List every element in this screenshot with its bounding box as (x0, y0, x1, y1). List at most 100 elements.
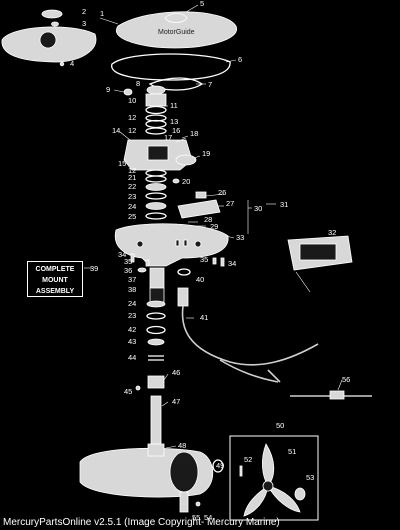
washer-12b[interactable] (145, 127, 167, 135)
callout-36: 36 (124, 266, 132, 275)
cable-41-end[interactable] (267, 369, 281, 383)
prop-kit-box (229, 435, 319, 521)
fin-54[interactable] (179, 491, 189, 513)
callout-22: 22 (128, 182, 136, 191)
knob-top[interactable] (41, 9, 63, 19)
washer-40[interactable] (177, 268, 191, 276)
callout-46: 46 (172, 368, 180, 377)
ring-23b[interactable] (146, 312, 166, 320)
mount-box-line-2: MOUNT (42, 277, 68, 284)
gear-19[interactable] (175, 154, 197, 166)
clip-20[interactable] (172, 178, 180, 184)
spring-44[interactable] (148, 355, 164, 361)
screw-35b[interactable] (212, 257, 217, 265)
callout-44: 44 (128, 353, 136, 362)
callout-32: 32 (328, 228, 336, 237)
callout-labels: 1 2 3 4 5 6 7 8 9 10 11 12 13 12 14 16 1… (70, 0, 350, 522)
ring-11[interactable] (145, 105, 167, 115)
sensor-56[interactable] (290, 390, 372, 400)
ring-43[interactable] (147, 338, 165, 346)
callout-17: 17 (164, 133, 172, 142)
screw-45[interactable] (135, 385, 141, 391)
cable-41[interactable] (181, 305, 319, 366)
callout-23a: 23 (128, 192, 136, 201)
screw-35a[interactable] (145, 259, 150, 267)
ring-25[interactable] (145, 212, 167, 220)
ring-24a[interactable] (145, 202, 167, 210)
cable-41-branch[interactable] (219, 359, 279, 383)
callout-3: 3 (82, 19, 86, 28)
ring-42[interactable] (146, 325, 166, 335)
housing-motor[interactable] (147, 145, 169, 161)
callout-12c: 12 (128, 166, 136, 175)
callout-27: 27 (226, 199, 234, 208)
bracket-27[interactable] (177, 199, 221, 219)
callout-21: 21 (128, 173, 136, 182)
mount-hole-right (194, 240, 202, 248)
callout-24b: 24 (128, 299, 136, 308)
callout-45: 45 (124, 387, 132, 396)
callout-5: 5 (200, 0, 204, 8)
ring-24b[interactable] (146, 300, 166, 308)
shaft-47[interactable] (150, 395, 162, 445)
callout-33: 33 (236, 233, 244, 242)
ring-21[interactable] (145, 175, 167, 183)
screw-34a[interactable] (130, 253, 135, 263)
callout-18: 18 (190, 129, 198, 138)
mount-box-line-1: COMPLETE (35, 266, 75, 273)
column-37[interactable] (149, 267, 165, 289)
callout-42: 42 (128, 325, 136, 334)
part-22[interactable] (145, 183, 167, 191)
callout-6: 6 (238, 55, 242, 64)
screw-34b[interactable] (220, 257, 225, 267)
motor-neck[interactable] (147, 443, 165, 457)
clip-26[interactable] (195, 191, 207, 199)
connector[interactable] (177, 287, 189, 307)
propeller-51[interactable] (243, 443, 301, 517)
washer-36[interactable] (137, 267, 147, 273)
top-cover[interactable] (115, 11, 237, 49)
mount-hole-left (136, 240, 144, 248)
pin-52[interactable] (239, 465, 243, 477)
screw-55[interactable] (195, 501, 201, 507)
callout-12a: 12 (128, 113, 136, 122)
washer-12c[interactable] (145, 169, 167, 177)
callout-43: 43 (128, 337, 136, 346)
panel-screw[interactable] (59, 61, 65, 67)
callout-48: 48 (178, 441, 186, 450)
callout-37: 37 (128, 275, 136, 284)
callout-41: 41 (200, 313, 208, 322)
callout-26: 26 (218, 188, 226, 197)
column-38[interactable] (149, 287, 165, 303)
complete-mount-assembly-box[interactable]: COMPLETE MOUNT ASSEMBLY (27, 261, 83, 297)
copyright-footer: MercuryPartsOnline v2.5.1 (Image Copyrig… (3, 517, 280, 528)
callout-51: 51 (288, 447, 296, 456)
cover-gasket[interactable] (111, 53, 231, 81)
callout-20: 20 (182, 177, 190, 186)
part-8[interactable] (146, 85, 166, 95)
part-10[interactable] (145, 93, 167, 107)
seal-49[interactable] (212, 459, 224, 473)
callout-35a: 35 (124, 257, 132, 266)
callout-16: 16 (172, 126, 180, 135)
mount-base[interactable] (114, 223, 229, 267)
callout-12b: 12 (128, 126, 136, 135)
callout-13: 13 (170, 117, 178, 126)
knob-washer[interactable] (51, 21, 59, 27)
control-module[interactable] (287, 235, 353, 293)
callout-4: 4 (70, 59, 74, 68)
part-9[interactable] (123, 88, 133, 96)
ring-23a[interactable] (145, 192, 167, 200)
pin-18[interactable] (175, 137, 187, 143)
motor-cap[interactable] (169, 451, 199, 493)
callout-10: 10 (128, 96, 136, 105)
collar-46[interactable] (147, 375, 165, 389)
callout-19: 19 (202, 149, 210, 158)
callout-14: 14 (112, 126, 120, 135)
cover-cap[interactable] (164, 13, 188, 23)
control-knob-icon[interactable] (39, 31, 57, 49)
callout-30: 30 (254, 204, 262, 213)
callout-35b: 35 (200, 255, 208, 264)
nut-53[interactable] (294, 487, 306, 501)
